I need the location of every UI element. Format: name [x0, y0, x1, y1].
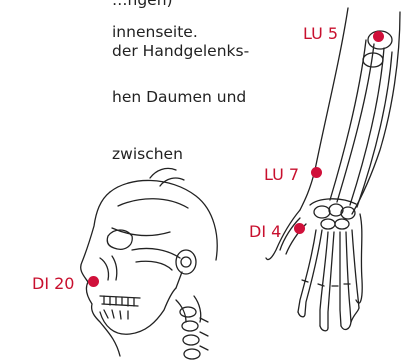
point-marker-lu5 [373, 31, 384, 42]
point-marker-di4 [294, 223, 305, 234]
point-label-di4: DI 4 [249, 222, 281, 241]
point-marker-lu7 [311, 167, 322, 178]
point-label-lu5: LU 5 [303, 24, 338, 43]
point-marker-di20 [88, 276, 99, 287]
point-label-lu7: LU 7 [264, 165, 299, 184]
point-label-di20: DI 20 [32, 274, 74, 293]
